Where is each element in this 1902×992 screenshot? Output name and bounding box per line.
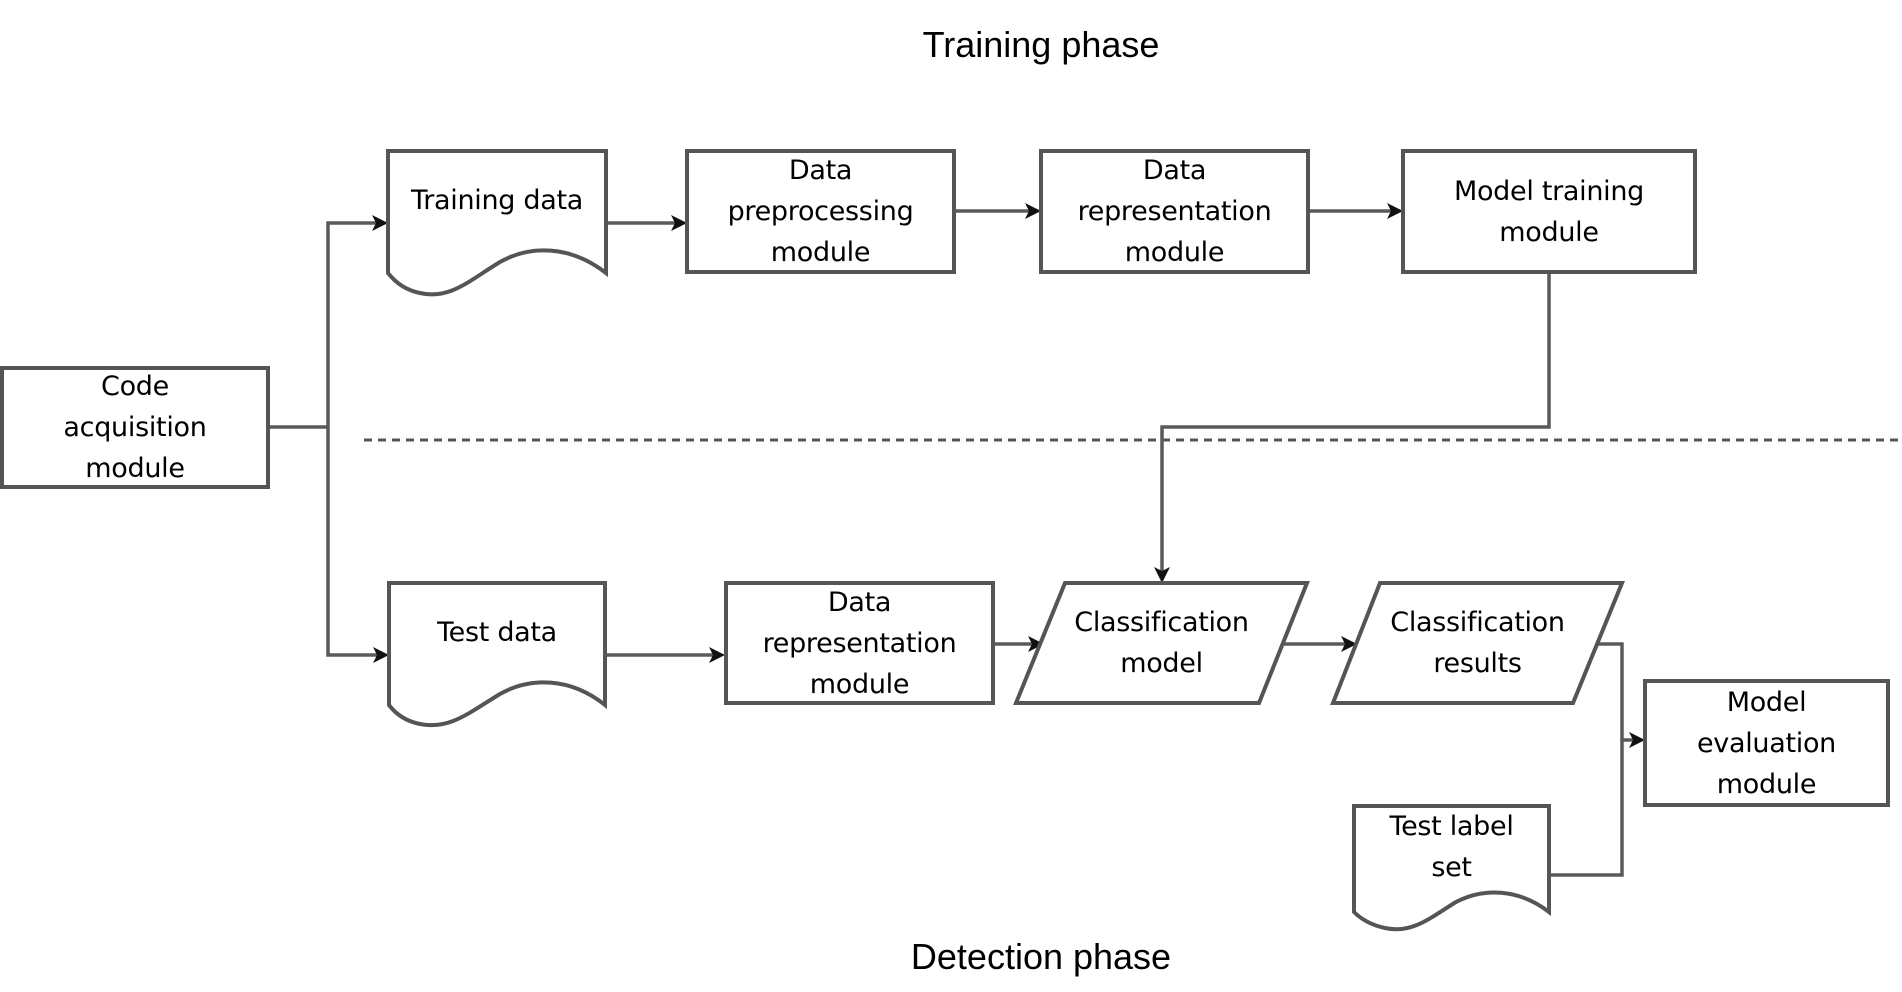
- data-representation-module-label-training: Data representation module: [1077, 155, 1272, 268]
- arrowhead-icon: [671, 215, 687, 231]
- code-acquisition-module-box[interactable]: [0, 366, 270, 489]
- nodes-layer: [0, 149, 1890, 932]
- arrowhead-icon: [1341, 636, 1357, 652]
- model-evaluation-module-box[interactable]: [1643, 679, 1890, 807]
- edge-code-acquisition-to-test-data: [326, 427, 377, 657]
- classification-model-parallelogram[interactable]: [1013, 581, 1310, 705]
- arrowhead-icon: [709, 647, 725, 663]
- arrowhead-icon: [1028, 636, 1044, 652]
- arrowhead-icon: [1387, 203, 1403, 219]
- edge-results-to-model-evaluation: [1597, 642, 1633, 742]
- arrowhead-icon: [372, 215, 388, 231]
- classification-model-label: Classification model: [1074, 607, 1249, 679]
- detection-phase-title: Detection phase: [910, 936, 1172, 977]
- classification-results-label: Classification results: [1390, 607, 1565, 679]
- edge-model-training-to-classification-model: [1160, 272, 1551, 571]
- data-preprocessing-module-box[interactable]: [685, 149, 956, 274]
- arrowhead-icon: [1154, 567, 1170, 583]
- arrowhead-icon: [1025, 203, 1041, 219]
- data-representation-module-box-training[interactable]: [1039, 149, 1310, 274]
- data-representation-module-label-detection: Data representation module: [762, 586, 957, 700]
- test-data-label: Test data: [437, 616, 557, 648]
- data-representation-module-box-detection[interactable]: [724, 581, 995, 705]
- edge-test-label-set-to-model-evaluation: [1549, 740, 1624, 877]
- training-data-label: Training data: [410, 184, 584, 216]
- code-acquisition-module-label: Code acquisition module: [63, 371, 207, 484]
- training-data-document[interactable]: [386, 149, 608, 297]
- test-label-set-label: Test label set: [1389, 811, 1514, 883]
- model-evaluation-module-label: Model evaluation module: [1696, 686, 1836, 800]
- arrowhead-icon: [373, 647, 389, 663]
- classification-results-parallelogram[interactable]: [1330, 581, 1625, 705]
- edges-layer: [268, 203, 1645, 877]
- test-label-set-document[interactable]: [1352, 804, 1551, 932]
- data-preprocessing-module-label: Data preprocessing module: [727, 155, 914, 268]
- arrowhead-icon: [1629, 732, 1645, 748]
- model-training-module-box[interactable]: [1401, 149, 1697, 274]
- test-data-document[interactable]: [387, 581, 607, 728]
- edge-code-acquisition-to-training-data: [326, 221, 376, 427]
- training-phase-title: Training phase: [922, 24, 1160, 65]
- model-training-module-label: Model training module: [1453, 175, 1645, 248]
